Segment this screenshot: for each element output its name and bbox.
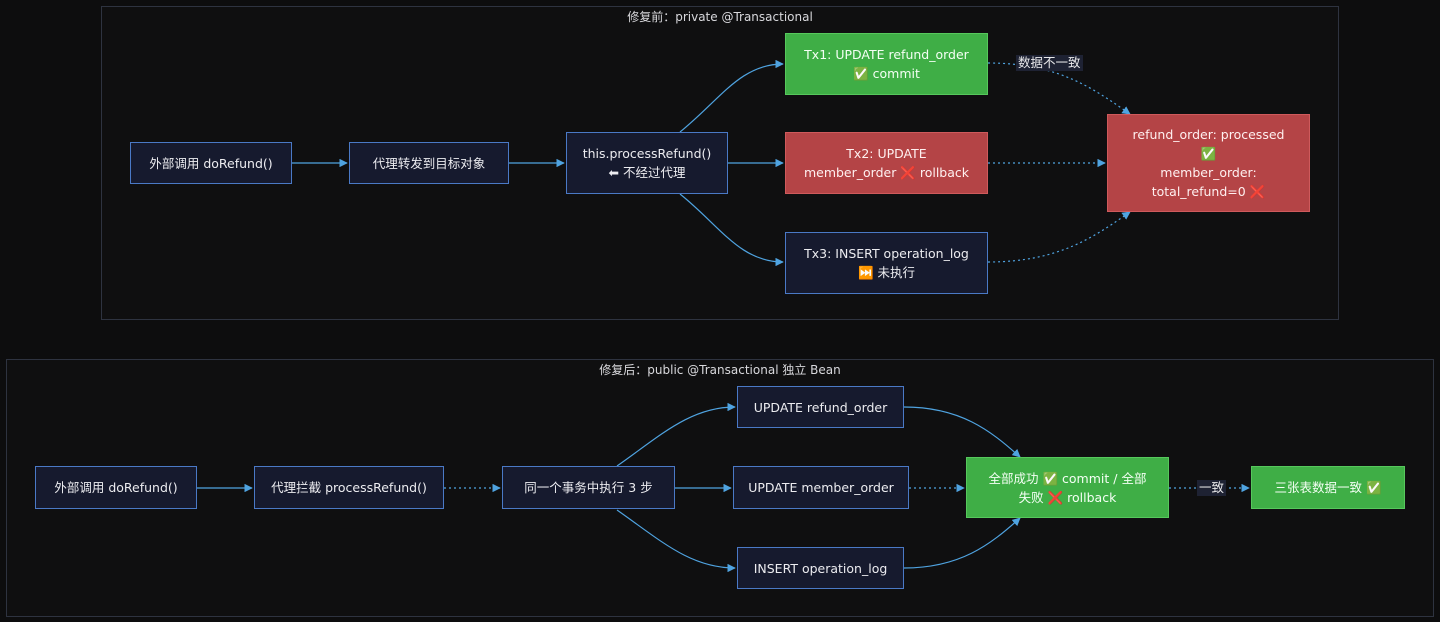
- before-external-call-label: 外部调用 doRefund(): [149, 155, 273, 171]
- before-tx1-label: Tx1: UPDATE refund_order ✅ commit: [804, 47, 969, 81]
- after-proxy-intercept-label: 代理拦截 processRefund(): [271, 480, 427, 495]
- before-tx1-node: Tx1: UPDATE refund_order ✅ commit: [785, 33, 988, 95]
- after-all-or-nothing-label: 全部成功 ✅ commit / 全部 失败 ❌ rollback: [988, 470, 1147, 505]
- after-insert-log-node: INSERT operation_log: [737, 547, 904, 589]
- after-all-or-nothing-node: 全部成功 ✅ commit / 全部 失败 ❌ rollback: [966, 457, 1169, 518]
- after-same-tx-node: 同一个事务中执行 3 步: [502, 466, 675, 509]
- before-self-call-node: this.processRefund() ⬅ 不经过代理: [566, 132, 728, 194]
- after-same-tx-label: 同一个事务中执行 3 步: [524, 480, 653, 495]
- after-proxy-intercept-node: 代理拦截 processRefund(): [254, 466, 444, 509]
- before-inconsistent-edge-label: 数据不一致: [1016, 55, 1083, 71]
- before-proxy-forward-node: 代理转发到目标对象: [349, 142, 509, 184]
- after-result-node: 三张表数据一致 ✅: [1251, 466, 1405, 509]
- after-external-call-node: 外部调用 doRefund(): [35, 466, 197, 509]
- before-external-call-node: 外部调用 doRefund(): [130, 142, 292, 184]
- before-tx2-node: Tx2: UPDATE member_order ❌ rollback: [785, 132, 988, 194]
- before-proxy-forward-label: 代理转发到目标对象: [372, 155, 486, 171]
- after-update-member-label: UPDATE member_order: [748, 480, 894, 495]
- before-fix-title: 修复前：private @Transactional: [627, 10, 813, 24]
- after-external-call-label: 外部调用 doRefund(): [54, 480, 178, 495]
- before-tx3-node: Tx3: INSERT operation_log ⏭️ 未执行: [785, 232, 988, 294]
- before-result-node: refund_order: processed ✅ member_order: …: [1107, 114, 1310, 212]
- after-consistent-edge-label: 一致: [1197, 480, 1227, 496]
- before-tx2-label: Tx2: UPDATE member_order ❌ rollback: [803, 146, 970, 180]
- after-update-refund-node: UPDATE refund_order: [737, 386, 904, 428]
- before-result-label: refund_order: processed ✅ member_order: …: [1132, 127, 1285, 199]
- after-update-refund-label: UPDATE refund_order: [753, 399, 888, 415]
- after-fix-title: 修复后：public @Transactional 独立 Bean: [599, 363, 841, 377]
- after-update-member-node: UPDATE member_order: [733, 466, 909, 509]
- before-tx3-label: Tx3: INSERT operation_log ⏭️ 未执行: [804, 246, 969, 280]
- after-insert-log-label: INSERT operation_log: [753, 560, 888, 576]
- before-self-call-label: this.processRefund() ⬅ 不经过代理: [582, 146, 712, 180]
- after-result-label: 三张表数据一致 ✅: [1274, 480, 1382, 495]
